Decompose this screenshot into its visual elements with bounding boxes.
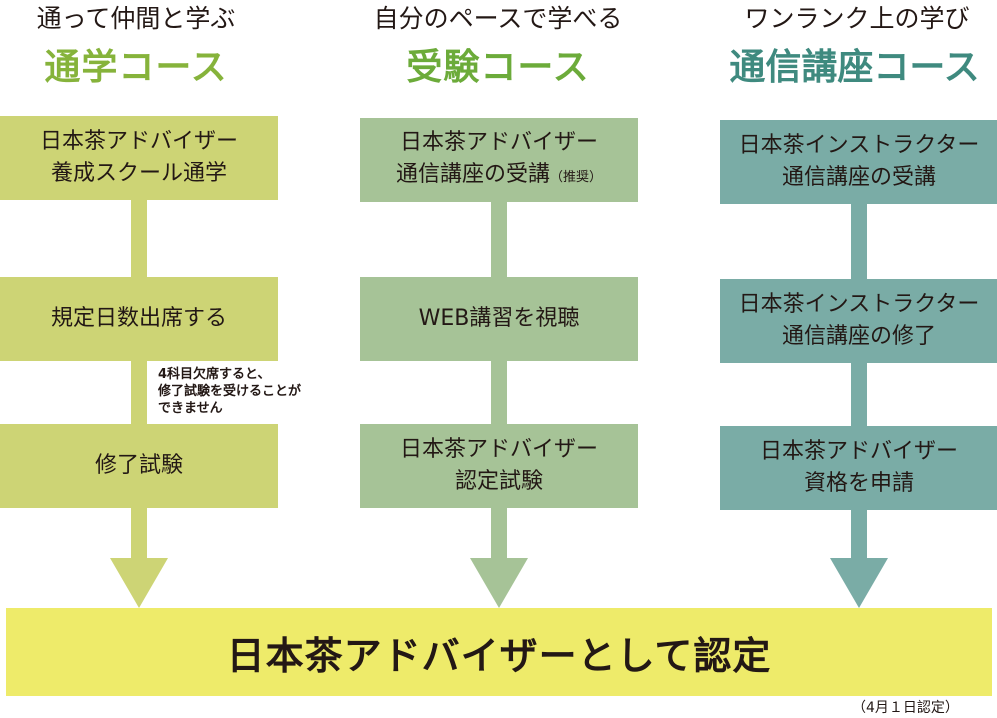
course3-step1-line1: 日本茶インストラクター bbox=[738, 133, 980, 158]
course3-subtitle: ワンランク上の学び bbox=[744, 4, 970, 33]
course2-step3-line2: 認定試験 bbox=[454, 469, 543, 494]
course2-step2-box: WEB講習を視聴 bbox=[360, 277, 638, 361]
certification-date-note: （4月１日認定） bbox=[852, 700, 959, 716]
course3-step1-box: 日本茶インストラクター 通信講座の受講 bbox=[720, 120, 997, 204]
course3-step3-box: 日本茶アドバイザー 資格を申請 bbox=[720, 426, 997, 510]
course1-step1-line2: 養成スクール通学 bbox=[50, 161, 227, 186]
course3-step2-box: 日本茶インストラクター 通信講座の修了 bbox=[720, 279, 997, 363]
certification-banner: 日本茶アドバイザーとして認定 bbox=[6, 608, 992, 696]
course2-step1-line2: 通信講座の受講 bbox=[395, 161, 550, 187]
course2-step1-line2-wrap: 通信講座の受講（推奨） bbox=[396, 159, 602, 194]
course3-step1-line2: 通信講座の受講 bbox=[781, 165, 936, 190]
course3-step3-line1: 日本茶アドバイザー bbox=[759, 439, 958, 464]
note-line1: 4科目欠席すると、 bbox=[158, 367, 271, 382]
certification-label: 日本茶アドバイザーとして認定 bbox=[226, 633, 772, 678]
course1-step3-line1: 修了試験 bbox=[94, 453, 183, 478]
course3-step2-line2: 通信講座の修了 bbox=[781, 324, 936, 349]
course3-step2-line1: 日本茶インストラクター bbox=[738, 292, 980, 317]
course2-title: 受験コース bbox=[406, 47, 590, 88]
course1-arrowhead bbox=[110, 558, 168, 608]
course1-attendance-note: 4科目欠席すると、 修了試験を受けることが できません bbox=[158, 366, 301, 417]
note-line3: できません bbox=[158, 401, 223, 416]
course2-subtitle: 自分のペースで学べる bbox=[373, 4, 623, 33]
course1-step1-box: 日本茶アドバイザー 養成スクール通学 bbox=[0, 116, 278, 200]
course2-arrowhead bbox=[470, 558, 528, 608]
course3-title: 通信講座コース bbox=[729, 47, 980, 88]
note-line2: 修了試験を受けることが bbox=[158, 384, 302, 399]
course3-step3-line2: 資格を申請 bbox=[803, 471, 914, 496]
course2-step1-line1: 日本茶アドバイザー bbox=[399, 129, 598, 155]
course2-step3-line1: 日本茶アドバイザー bbox=[399, 437, 598, 462]
course2-step2-line1: WEB講習を視聴 bbox=[418, 306, 580, 331]
course2-step1-box: 日本茶アドバイザー 通信講座の受講（推奨） bbox=[360, 118, 638, 202]
course1-step3-box: 修了試験 bbox=[0, 424, 278, 508]
course2-step3-box: 日本茶アドバイザー 認定試験 bbox=[360, 424, 638, 508]
course1-step2-box: 規定日数出席する bbox=[0, 277, 278, 361]
course1-title: 通学コース bbox=[44, 47, 228, 88]
course3-arrowhead bbox=[830, 558, 888, 608]
course1-step2-line1: 規定日数出席する bbox=[50, 306, 227, 331]
course1-step1-line1: 日本茶アドバイザー bbox=[39, 129, 238, 154]
course2-recommended-label: （推奨） bbox=[550, 169, 603, 185]
course1-subtitle: 通って仲間と学ぶ bbox=[36, 4, 236, 33]
